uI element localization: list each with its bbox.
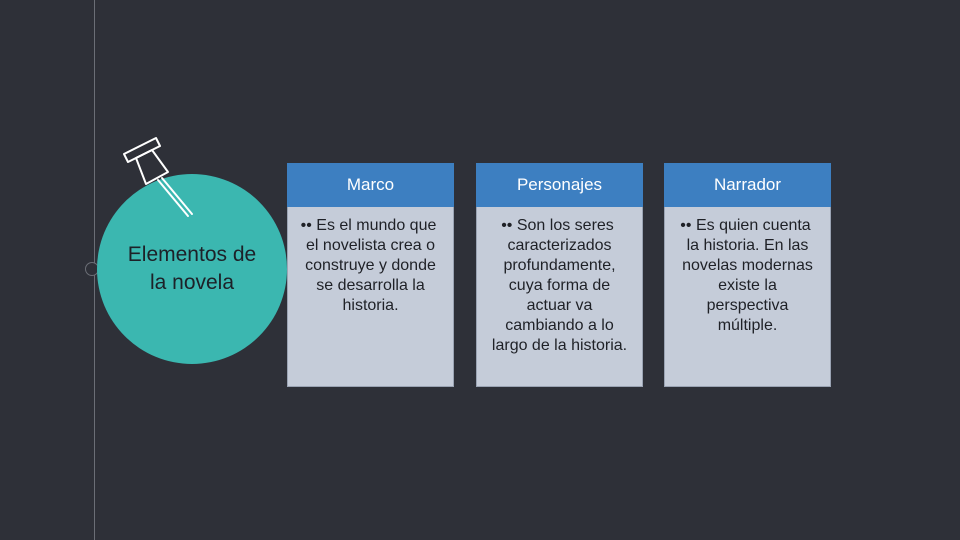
card-header-narrador: Narrador xyxy=(664,163,831,207)
bullet-marker: •• xyxy=(680,217,692,234)
card-text-marco: Es el mundo que el novelista crea o cons… xyxy=(305,217,437,314)
card-body-marco: •• Es el mundo que el novelista crea o c… xyxy=(287,207,454,387)
card-marco: Marco •• Es el mundo que el novelista cr… xyxy=(287,163,454,387)
push-pin-icon xyxy=(123,137,193,217)
card-body-narrador: •• Es quien cuenta la historia. En las n… xyxy=(664,207,831,387)
central-circle: Elementos de la novela xyxy=(97,174,287,364)
card-personajes: Personajes •• Son los seres caracterizad… xyxy=(476,163,643,387)
bullet-marker: •• xyxy=(300,217,312,234)
card-text-narrador: Es quien cuenta la historia. En las nove… xyxy=(682,217,813,334)
central-title: Elementos de la novela xyxy=(127,243,257,294)
bullet-marker: •• xyxy=(501,217,513,234)
card-narrador: Narrador •• Es quien cuenta la historia.… xyxy=(664,163,831,387)
card-header-marco: Marco xyxy=(287,163,454,207)
card-header-personajes: Personajes xyxy=(476,163,643,207)
card-body-personajes: •• Son los seres caracterizados profunda… xyxy=(476,207,643,387)
card-text-personajes: Son los seres caracterizados profundamen… xyxy=(491,217,628,354)
